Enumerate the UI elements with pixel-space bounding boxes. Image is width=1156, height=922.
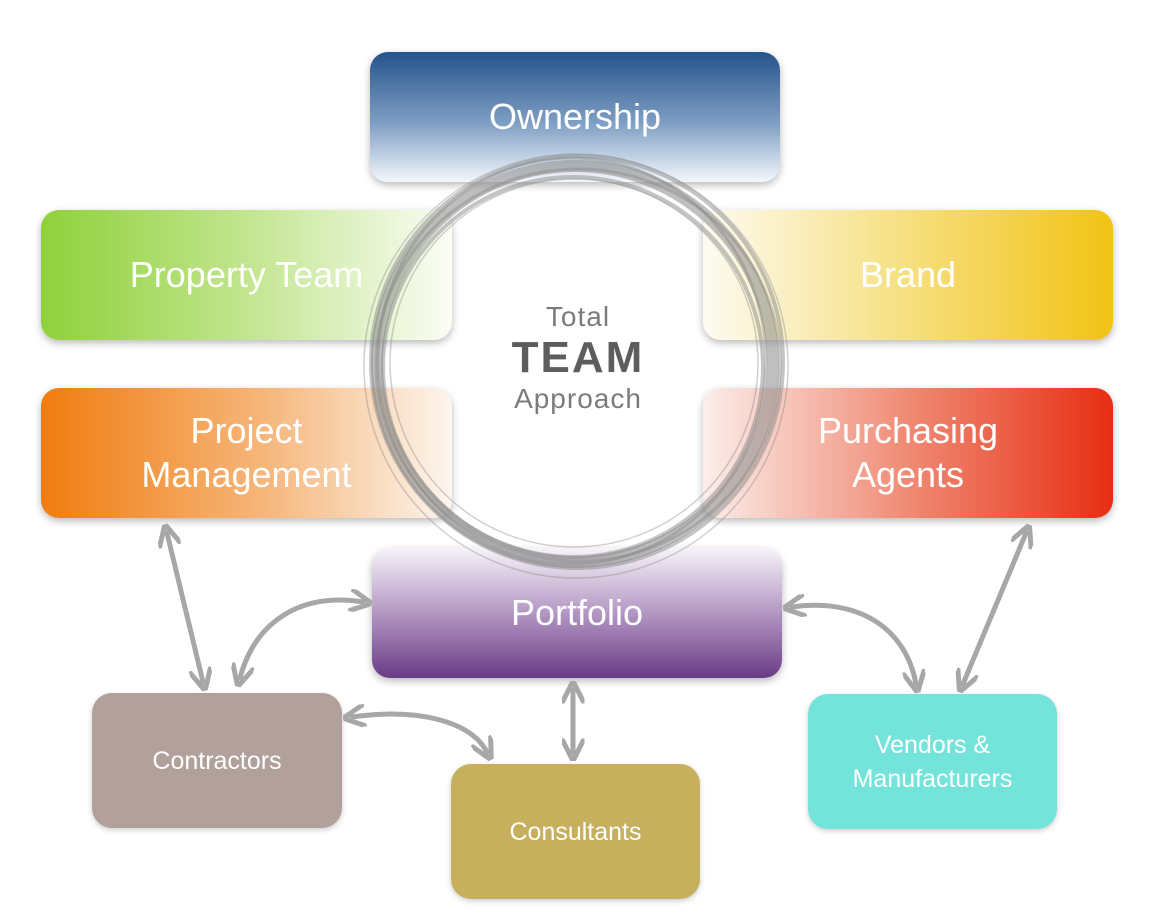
node-consultants: Consultants xyxy=(451,764,700,899)
arrow-contractors-consultants xyxy=(352,714,487,752)
node-ownership-label: Ownership xyxy=(488,96,662,137)
node-project-management-label: Project Management xyxy=(141,410,352,495)
center-title-approach: Approach xyxy=(514,383,642,414)
arrow-portfolio-contractors xyxy=(240,600,363,678)
node-vendors-manufacturers-label: Vendors & Manufacturers xyxy=(852,730,1013,793)
arrow-project-contractors xyxy=(167,533,203,682)
center-title: Total TEAM Approach xyxy=(476,300,680,416)
node-contractors: Contractors xyxy=(92,693,342,828)
node-brand-label: Brand xyxy=(859,254,957,295)
center-title-team: TEAM xyxy=(511,333,645,382)
center-title-total: Total xyxy=(545,301,611,332)
node-vendors-manufacturers: Vendors & Manufacturers xyxy=(808,694,1057,829)
node-purchasing-agents-label: Purchasing Agents xyxy=(817,410,999,495)
node-portfolio-label: Portfolio xyxy=(510,592,644,633)
node-consultants-label: Consultants xyxy=(509,817,642,846)
arrow-purchasing-vendors xyxy=(963,533,1026,684)
node-contractors-label: Contractors xyxy=(152,746,282,775)
node-property-team-label: Property Team xyxy=(129,254,364,295)
arrow-portfolio-vendors xyxy=(792,605,916,684)
